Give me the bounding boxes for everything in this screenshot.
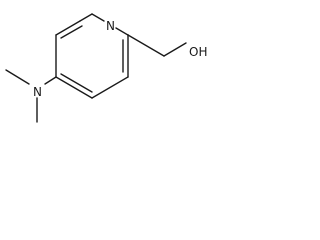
bond-c4-c5-inner bbox=[60, 73, 93, 93]
bond-ch2-o bbox=[163, 42, 187, 57]
ring-nitrogen-label: N bbox=[106, 19, 115, 33]
bond-c6-n1 bbox=[55, 20, 81, 36]
molecule-structure: N N OH bbox=[5, 13, 207, 123]
bond-c4-c5 bbox=[55, 76, 93, 99]
bond-c2-ch2 bbox=[127, 34, 165, 57]
hydroxyl-label: OH bbox=[189, 45, 207, 59]
structure-canvas: N N OH bbox=[0, 0, 229, 128]
bond-c6-n1-inner bbox=[60, 25, 83, 39]
bond-n1-top bbox=[79, 13, 93, 22]
amine-nitrogen-label: N bbox=[33, 85, 42, 99]
bond-c5-namine bbox=[44, 76, 57, 85]
bond-namine-me1 bbox=[5, 69, 30, 85]
bond-top-n bbox=[91, 13, 105, 22]
bond-c3-c4 bbox=[91, 76, 129, 99]
bond-n1-c2 bbox=[115, 27, 129, 36]
